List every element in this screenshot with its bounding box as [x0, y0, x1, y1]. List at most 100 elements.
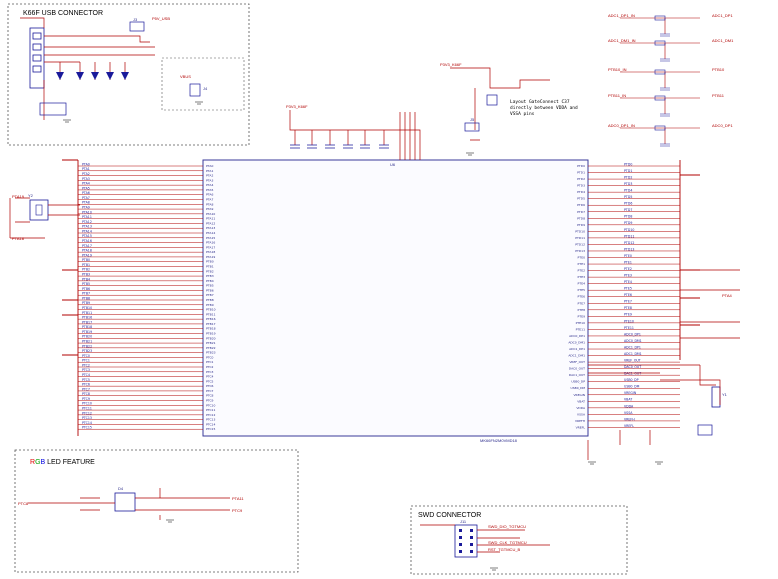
chip-left-pin-name: PTA11 [206, 217, 215, 221]
chip-right-pin-name: DAC1_OUT [569, 373, 585, 377]
right-pin-label: PTD10 [624, 228, 634, 232]
vbus-header [189, 83, 201, 97]
adc-input-label: ADC0_DP1_IN [608, 123, 635, 128]
crystal-y2-inner [35, 204, 43, 216]
rgb-title-r: R [30, 459, 36, 466]
right-pin-label: PTE3 [624, 274, 632, 278]
mcu-chip-body [202, 159, 589, 437]
chip-left-pin-name: PTC14 [206, 422, 215, 426]
label-swd-net1: SWD_DIO_TGTMCU [488, 524, 526, 529]
chip-right-pin-name: PTE4 [578, 282, 586, 286]
swd-connector-title: SWD CONNECTOR [418, 512, 482, 519]
left-pin-label: PTC10 [82, 402, 92, 406]
rgb-title-g: G [35, 459, 41, 466]
label-ptc9: PTC9 [232, 508, 243, 513]
right-pin-label: ADC1_DP1 [624, 345, 641, 349]
adc-filter-wire [620, 42, 700, 59]
chip-left-pin-name: PTB0 [206, 260, 214, 264]
chip-right-pin-name: PTE3 [578, 275, 586, 279]
adc-filter-cap [660, 87, 670, 91]
left-pin-label: PTC5 [82, 378, 90, 382]
chip-right-pin-name: VREF_OUT [569, 360, 585, 364]
left-pin-label: PTA7 [82, 196, 90, 200]
right-pin-label: VREFL [624, 424, 634, 428]
chip-right-pin-name: PTD11 [575, 236, 585, 240]
adc-filter-cap [660, 58, 670, 62]
chip-right-pin-name: ADC1_DM1 [568, 354, 585, 358]
label-vbus: VBUS [180, 74, 191, 79]
layout-note-line-2: directly between VDDA and [510, 106, 578, 111]
esd-diodes [56, 72, 129, 80]
right-pin-label: PTD0 [624, 162, 632, 166]
right-pin-label: PTD8 [624, 215, 632, 219]
chip-left-pin-name: PTB18 [206, 327, 216, 331]
chip-right-pin-name: USB0_DM [571, 386, 586, 390]
chip-right-pin-name: PTE6 [578, 295, 586, 299]
chip-right-pin-name: PTE7 [578, 301, 586, 305]
chip-left-pin-name: PTB20 [206, 336, 216, 340]
rgb-title-b: B [40, 459, 46, 466]
chip-left-pin-name: PTB5 [206, 284, 214, 288]
left-pin-label: PTA11 [82, 215, 92, 219]
right-pin-label: PTE0 [624, 254, 632, 258]
right-bus-lines [679, 160, 700, 360]
adc-filter-cap [660, 113, 670, 117]
right-pin-label: PTD11 [624, 234, 634, 238]
right-pin-label: USB0_DP [624, 378, 639, 382]
chip-right-pin-name: VREGIN [574, 393, 586, 397]
chip-left-pin-name: PTB8 [206, 298, 214, 302]
left-pin-label: PTC6 [82, 383, 90, 387]
right-pin-label: PTD1 [624, 169, 632, 173]
right-bus-path [679, 160, 700, 360]
left-pin-label: PTC13 [82, 416, 92, 420]
chip-left-pin-name: PTA0 [206, 164, 213, 168]
chip-left-pin-name: PTB2 [206, 269, 214, 273]
left-pin-label: PTB23 [82, 349, 92, 353]
right-pin-label: PTD3 [624, 182, 632, 186]
chip-right-pin-name: VREFH [575, 419, 585, 423]
left-pin-label: PTB21 [82, 339, 92, 343]
right-pin-label: ADC0_DM1 [624, 339, 642, 343]
label-ptc8: PTC8 [18, 501, 29, 506]
chip-right-pin-name: PTD12 [575, 242, 585, 246]
chip-right-pin-name: ADC1_DP1 [569, 347, 585, 351]
left-pin-label: PTA9 [82, 205, 90, 209]
chip-right-pin-name: PTE2 [578, 269, 586, 273]
usb-inner-box [161, 57, 245, 111]
adc-filter-resistor [654, 15, 666, 21]
usb-connector-symbol [29, 27, 45, 89]
left-pin-label: PTB3 [82, 272, 90, 276]
chip-right-pin-name: PTD3 [577, 184, 585, 188]
adc-filter-wire [620, 127, 700, 144]
left-pin-label: PTA18 [82, 249, 92, 253]
adc-output-label: ADC0_DP1 [712, 123, 733, 128]
chip-left-pin-name: PTB16 [206, 317, 216, 321]
label-pta19: PTA19 [12, 194, 24, 199]
left-pin-label: PTA5 [82, 186, 90, 190]
chip-left-pin-name: PTA13 [206, 226, 215, 230]
chip-right-pin-name: PTD8 [577, 216, 585, 220]
label-swd-net3: RST_TGTMCU_B [488, 547, 521, 552]
label-j5: J5 [470, 117, 475, 122]
right-pin-label: PTD4 [624, 189, 632, 193]
right-pin-label: PTD6 [624, 202, 632, 206]
chip-right-pin-name: PTD6 [577, 203, 585, 207]
right-pin-label: PTE10 [624, 319, 634, 323]
usb-connector-box [7, 3, 250, 146]
left-pin-label: PTB16 [82, 316, 92, 320]
chip-left-pin-name: PTA3 [206, 178, 213, 182]
right-pin-label: USB0_DM [624, 385, 640, 389]
chip-left-pin-name: PTB3 [206, 274, 214, 278]
chip-left-pin-name: PTC0 [206, 355, 214, 359]
chip-left-pin-name: PTB10 [206, 308, 216, 312]
right-pin-label: PTE4 [624, 280, 632, 284]
chip-left-pin-name: PTA8 [206, 202, 213, 206]
right-pin-label: PTE11 [624, 326, 634, 330]
chip-left-pin-name: PTC15 [206, 427, 215, 431]
right-pin-label: PTE6 [624, 293, 632, 297]
right-pin-label: PTE9 [624, 313, 632, 317]
left-pin-label: PTB1 [82, 263, 90, 267]
swd-connector-box [410, 505, 628, 575]
left-pin-label: PTC15 [82, 426, 92, 430]
